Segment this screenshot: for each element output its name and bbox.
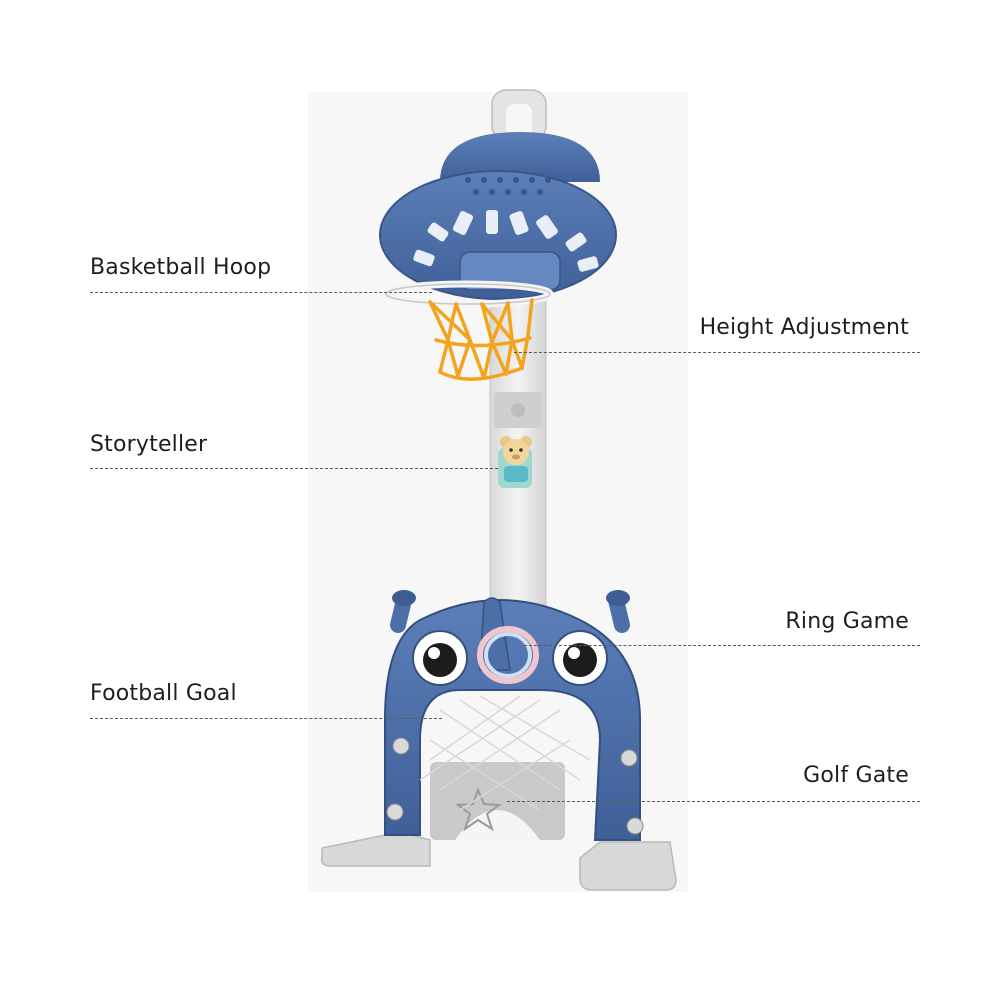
- goal-net: [419, 695, 591, 811]
- basketball-hoop: [382, 280, 554, 381]
- label-ring-game: Ring Game: [785, 609, 909, 634]
- label-football-goal: Football Goal: [90, 681, 237, 706]
- leader-line-height-adjustment: [514, 352, 920, 353]
- leader-line-storyteller: [90, 468, 498, 469]
- golf-gate-arch: [455, 810, 540, 840]
- base-feet: [320, 762, 677, 891]
- star-icon: [455, 787, 502, 832]
- label-golf-gate: Golf Gate: [803, 763, 909, 788]
- backboard: [379, 132, 617, 300]
- label-basketball-hoop: Basketball Hoop: [90, 255, 272, 280]
- storyteller-bear: [498, 436, 532, 488]
- leader-line-golf-gate: [507, 801, 920, 802]
- golf-gate-block: [430, 762, 565, 840]
- leader-line-ring-game: [524, 645, 920, 646]
- leader-line-football-goal: [90, 718, 442, 719]
- label-storyteller: Storyteller: [90, 432, 208, 457]
- leader-line-basketball-hoop: [90, 292, 432, 293]
- net: [428, 298, 534, 381]
- ring-game: [477, 597, 539, 684]
- label-height-adjustment: Height Adjustment: [699, 315, 909, 340]
- football-goal: [384, 590, 644, 841]
